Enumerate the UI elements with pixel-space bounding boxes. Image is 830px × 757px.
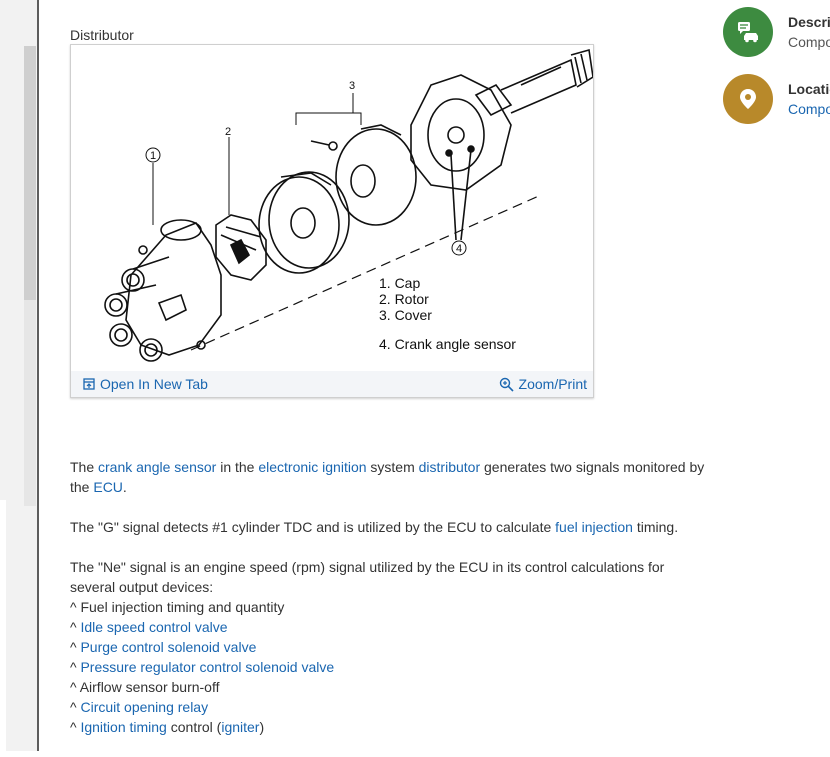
legend-cover: 3. Cover	[379, 307, 432, 323]
text-segment: control (	[166, 719, 222, 735]
rail-divider	[37, 0, 39, 751]
text-segment: The "G" signal detects #1 cylinder TDC a…	[70, 519, 556, 535]
open-in-new-tab-link[interactable]: Open In New Tab	[83, 376, 208, 392]
location-title: Locatio	[788, 81, 830, 97]
rotor-part	[215, 214, 267, 281]
list-item: ^ Idle speed control valve	[70, 617, 710, 637]
list-item-text: Airflow sensor burn-off	[79, 679, 220, 695]
left-rail	[0, 0, 38, 751]
main-content: Distributor	[39, 0, 719, 751]
new-tab-icon	[83, 378, 95, 390]
open-in-new-tab-label: Open In New Tab	[100, 376, 208, 392]
text-segment: The	[70, 459, 99, 475]
text-segment: timing.	[632, 519, 679, 535]
caret: ^	[70, 619, 81, 635]
text-segment: system	[366, 459, 419, 475]
pressure-regulator-control-solenoid-valve-link[interactable]: Pressure regulator control solenoid valv…	[80, 659, 335, 675]
zoom-print-link[interactable]: Zoom/Print	[499, 376, 587, 392]
sensor-plate-part	[310, 124, 417, 226]
list-item-text: Fuel injection timing and quantity	[80, 599, 285, 615]
callout-1: 1	[150, 150, 156, 162]
description-card[interactable]: Descrip Compo	[723, 7, 830, 59]
igniter-link[interactable]: igniter	[221, 719, 260, 735]
ne-signal-intro: The "Ne" signal is an engine speed (rpm)…	[70, 559, 665, 595]
cover-part	[258, 171, 350, 274]
description-circle	[723, 7, 773, 57]
figure-caption: Distributor	[70, 27, 134, 43]
paragraph-signals: The crank angle sensor in the electronic…	[70, 457, 710, 497]
list-item: ^ Fuel injection timing and quantity	[70, 597, 710, 617]
left-lower-panel	[0, 500, 6, 751]
callout-2: 2	[225, 126, 231, 138]
paragraph-ne-signal: The "Ne" signal is an engine speed (rpm)…	[70, 557, 710, 737]
caret: ^	[70, 639, 81, 655]
list-item: ^ Pressure regulator control solenoid va…	[70, 657, 710, 677]
description-title: Descrip	[788, 14, 830, 30]
location-circle	[723, 74, 773, 124]
legend-crank-angle-sensor: 4. Crank angle sensor	[379, 336, 516, 352]
electronic-ignition-link[interactable]: electronic ignition	[258, 459, 367, 475]
location-subtitle-link[interactable]: Compo	[788, 101, 830, 117]
location-pin-icon	[740, 89, 756, 109]
legend-rotor: 2. Rotor	[379, 291, 429, 307]
text-segment: generates two signals monitored by the	[70, 459, 705, 495]
paragraph-g-signal: The "G" signal detects #1 cylinder TDC a…	[70, 517, 710, 537]
caret: ^	[70, 599, 81, 615]
list-item: ^ Airflow sensor burn-off	[70, 677, 710, 697]
list-item: ^ Ignition timing control (igniter)	[70, 717, 710, 737]
purge-control-solenoid-valve-link[interactable]: Purge control solenoid valve	[80, 639, 257, 655]
caret: ^	[70, 679, 80, 695]
zoom-in-icon	[499, 377, 514, 392]
text-segment: )	[259, 719, 265, 735]
car-description-icon	[738, 22, 758, 43]
crank-angle-sensor-link[interactable]: crank angle sensor	[98, 459, 217, 475]
caret: ^	[70, 719, 81, 735]
scrollbar-thumb[interactable]	[24, 46, 36, 300]
callout-4: 4	[456, 243, 462, 255]
caret: ^	[70, 659, 81, 675]
text-segment: .	[122, 479, 127, 495]
cap-part	[104, 219, 222, 362]
ecu-link[interactable]: ECU	[93, 479, 123, 495]
circuit-opening-relay-link[interactable]: Circuit opening relay	[80, 699, 209, 715]
right-info-panel: Descrip Compo Locatio Compo	[719, 0, 830, 751]
figure-frame: 1 2 3 4 1. Cap 2. Rotor 3. Cover 4. Cran…	[70, 44, 594, 398]
fuel-injection-link[interactable]: fuel injection	[555, 519, 633, 535]
legend-cap: 1. Cap	[379, 275, 420, 291]
idle-speed-control-valve-link[interactable]: Idle speed control valve	[80, 619, 228, 635]
caret: ^	[70, 699, 81, 715]
list-item: ^ Purge control solenoid valve	[70, 637, 710, 657]
distributor-link[interactable]: distributor	[418, 459, 481, 475]
ignition-timing-link[interactable]: Ignition timing	[80, 719, 167, 735]
housing-part	[410, 48, 593, 241]
text-segment: in the	[216, 459, 259, 475]
article-body: The crank angle sensor in the electronic…	[70, 457, 710, 757]
figure-toolbar: Open In New Tab Zoom/Print	[71, 371, 593, 397]
zoom-print-label: Zoom/Print	[518, 376, 587, 392]
description-subtitle: Compo	[788, 34, 830, 50]
callout-3: 3	[349, 80, 355, 92]
distributor-diagram[interactable]: 1 2 3 4 1. Cap 2. Rotor 3. Cover 4. Cran…	[71, 45, 593, 371]
location-card[interactable]: Locatio Compo	[723, 74, 830, 126]
list-item: ^ Circuit opening relay	[70, 697, 710, 717]
